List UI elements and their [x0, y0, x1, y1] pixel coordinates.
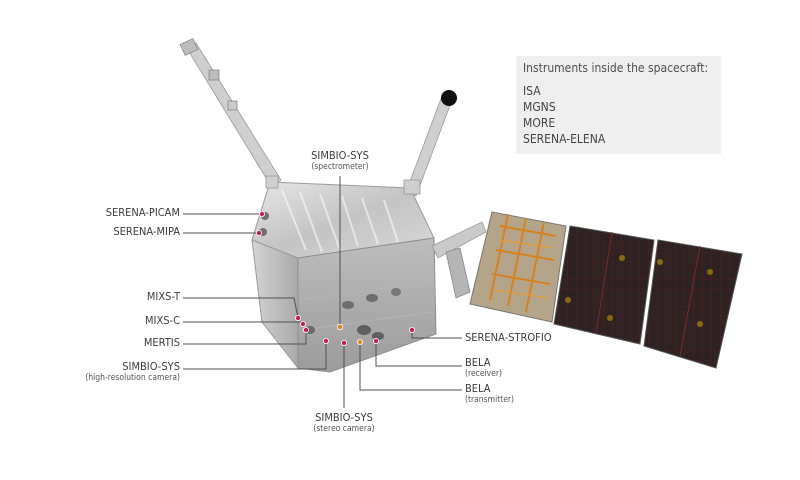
- label-bela-transmitter-name: BELA: [465, 382, 491, 395]
- leader-simbio-hr: [183, 341, 327, 370]
- instruments-panel: Instruments inside the spacecraft: ISA M…: [516, 56, 721, 154]
- marker-mixs-c: [299, 320, 306, 327]
- label-bela-transmitter-sub: (transmitter): [465, 395, 515, 405]
- leader-mertis: [183, 330, 307, 345]
- label-serena-mipa: SERENA-MIPA: [113, 225, 180, 238]
- label-serena-picam: SERENA-PICAM: [105, 206, 180, 219]
- marker-bela-transmitter: [356, 338, 363, 345]
- label-simbio-stereo-sub: (stereo camera): [313, 424, 375, 434]
- marker-simbio-hr: [322, 337, 329, 344]
- label-simbio-hr-name: SIMBIO-SYS: [122, 360, 180, 373]
- instruments-list: ISA MGNS MORE SERENA-ELENA: [523, 83, 605, 147]
- label-simbio-stereo-name: SIMBIO-SYS: [315, 411, 373, 424]
- label-simbio-hr: SIMBIO-SYS (high-resolution camera): [85, 360, 180, 384]
- label-mixs-c: MIXS-C: [144, 314, 180, 327]
- label-mixs-t: MIXS-T: [146, 290, 180, 303]
- leader-bela-transmitter: [359, 342, 462, 391]
- instrument-item: SERENA-ELENA: [523, 132, 606, 146]
- leader-bela-receiver: [375, 341, 462, 367]
- label-simbio-stereo: SIMBIO-SYS (stereo camera): [300, 411, 388, 435]
- label-simbio-spec-name: SIMBIO-SYS: [311, 149, 369, 162]
- label-simbio-hr-sub: (high-resolution camera): [85, 373, 180, 383]
- leader-lines: [183, 176, 462, 408]
- instrument-item: MORE: [523, 116, 556, 130]
- marker-serena-picam: [258, 210, 265, 217]
- antenna-tip: [441, 90, 457, 106]
- label-simbio-spec-sub: (spectrometer): [311, 162, 369, 172]
- marker-simbio-stereo: [340, 339, 347, 346]
- label-bela-receiver-sub: (receiver): [465, 369, 503, 379]
- instrument-item: ISA: [523, 84, 541, 98]
- leader-mixs-t: [183, 297, 299, 319]
- instrument-item: MGNS: [523, 100, 556, 114]
- antenna-boom: [405, 90, 457, 197]
- label-simbio-spec: SIMBIO-SYS (spectrometer): [300, 149, 380, 173]
- marker-serena-strofio: [408, 326, 415, 333]
- marker-bela-receiver: [372, 337, 379, 344]
- instrument-markers: [255, 210, 415, 346]
- marker-mertis: [302, 326, 309, 333]
- spacecraft-body: [251, 175, 437, 373]
- instruments-panel-title: Instruments inside the spacecraft:: [523, 61, 709, 75]
- marker-mixs-t: [294, 314, 301, 321]
- label-serena-strofio: SERENA-STROFIO: [465, 331, 552, 344]
- marker-simbio-spec: [336, 323, 344, 331]
- label-bela-receiver: BELA (receiver): [465, 356, 503, 380]
- magnetometer-boom: [179, 38, 282, 187]
- label-bela-receiver-name: BELA: [465, 356, 491, 369]
- label-bela-transmitter: BELA (transmitter): [465, 382, 515, 406]
- solar-array: [431, 211, 743, 369]
- label-mertis: MERTIS: [143, 336, 180, 349]
- marker-serena-mipa: [255, 229, 262, 236]
